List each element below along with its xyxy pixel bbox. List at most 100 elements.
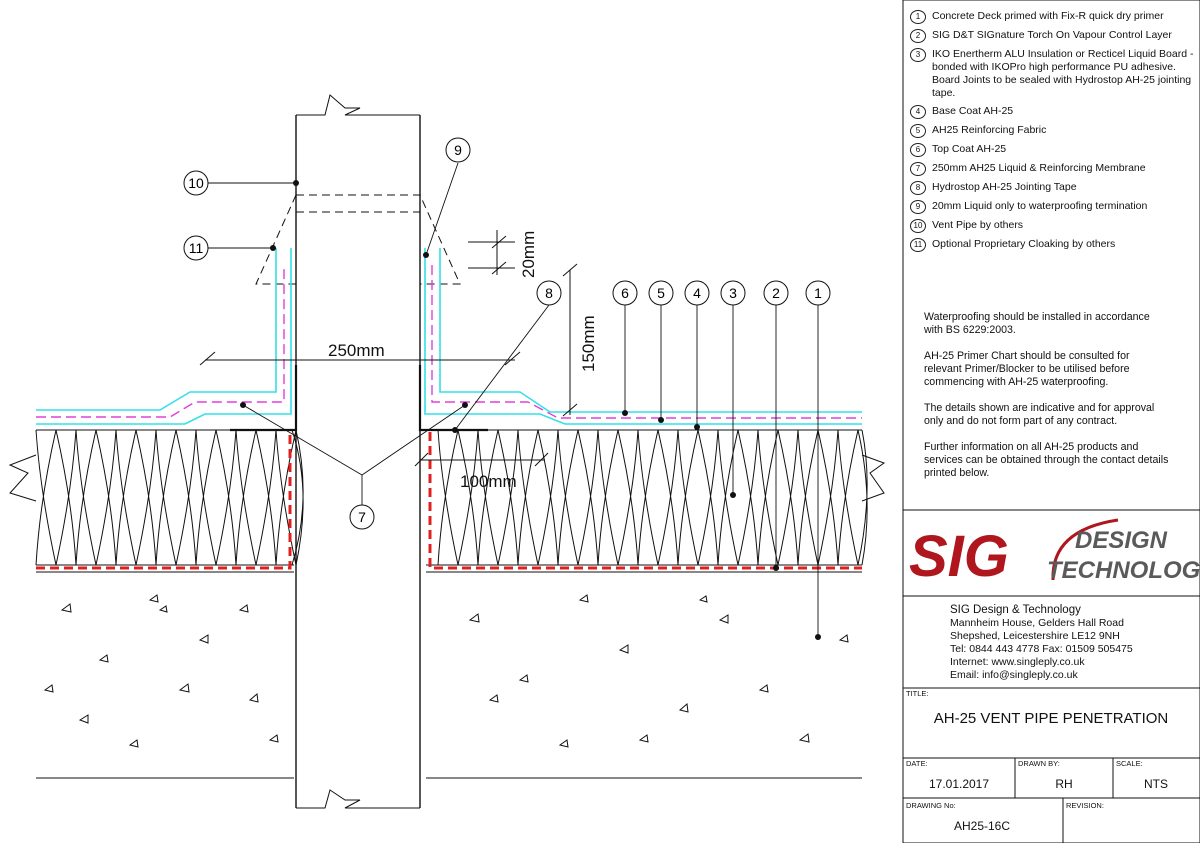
legend-item: 5 AH25 Reinforcing Fabric	[910, 124, 1198, 138]
legend-text: 250mm AH25 Liquid & Reinforcing Membrane	[932, 162, 1146, 174]
date-value: 17.01.2017	[929, 777, 989, 791]
svg-text:4: 4	[693, 285, 701, 301]
legend-text: Optional Proprietary Cloaking by others	[932, 238, 1116, 250]
sheet-frame	[902, 0, 1200, 843]
svg-text:10: 10	[188, 175, 204, 191]
legend-item: 6 Top Coat AH-25	[910, 143, 1198, 157]
legend-number: 1	[910, 10, 926, 24]
legend-number: 6	[910, 143, 926, 157]
company-internet: Internet: www.singleply.co.uk	[950, 656, 1085, 668]
legend-text: AH25 Reinforcing Fabric	[932, 124, 1047, 136]
note-1: Waterproofing should be installed in acc…	[924, 311, 1150, 336]
callout-8: 8	[536, 280, 562, 306]
callouts: 10 11 9 8 6 5 4 3 2 1 7	[183, 137, 831, 530]
legend-item: 1 Concrete Deck primed with Fix-R quick d…	[910, 10, 1198, 24]
company-name: SIG Design & Technology	[950, 604, 1081, 616]
legend-item: 10 Vent Pipe by others	[910, 219, 1198, 233]
dim-150: 150mm	[579, 315, 598, 372]
drawn-label: DRAWN BY:	[1018, 759, 1060, 768]
callout-10: 10	[183, 170, 209, 196]
legend-text: Base Coat AH-25	[932, 105, 1014, 117]
callout-4: 4	[684, 280, 710, 306]
insulation-layer	[8, 429, 886, 566]
note-3: The details shown are indicative and for…	[924, 402, 1155, 427]
svg-text:2: 2	[772, 285, 780, 301]
title-label: TITLE:	[906, 689, 929, 698]
legend-item: 9 20mm Liquid only to waterproofing termi…	[910, 200, 1198, 214]
dimension-lines	[199, 230, 578, 467]
dim-250: 250mm	[328, 341, 385, 360]
legend-text: Hydrostop AH-25 Jointing Tape	[932, 181, 1077, 193]
callout-1: 1	[805, 280, 831, 306]
legend-number: 11	[910, 238, 926, 252]
legend-item: 11 Optional Proprietary Cloaking by other…	[910, 238, 1198, 252]
legend-item: 7 250mm AH25 Liquid & Reinforcing Membran…	[910, 162, 1198, 176]
cloaking	[255, 194, 461, 285]
vapour-control-layer	[36, 432, 862, 570]
svg-text:6: 6	[621, 285, 629, 301]
leader-lines	[208, 162, 819, 637]
sig-logo: SIG DESIGN TECHNOLOGY	[909, 518, 1200, 589]
legend-text: Top Coat AH-25	[932, 143, 1007, 155]
legend-text: Concrete Deck primed with Fix-R quick dr…	[932, 10, 1164, 22]
dim-20: 20mm	[519, 231, 538, 278]
legend: 1 Concrete Deck primed with Fix-R quick d…	[910, 10, 1198, 257]
svg-text:DESIGN: DESIGN	[1075, 527, 1168, 554]
dimension-text: 250mm 100mm 150mm 20mm	[328, 231, 598, 491]
leader-dots	[240, 180, 821, 640]
notes: Waterproofing should be installed in acc…	[924, 311, 1169, 493]
legend-number: 8	[910, 181, 926, 195]
legend-number: 5	[910, 124, 926, 138]
legend-number: 9	[910, 200, 926, 214]
company-email: Email: info@singleply.co.uk	[950, 669, 1078, 681]
revision-label: REVISION:	[1066, 801, 1104, 810]
svg-text:TECHNOLOGY: TECHNOLOGY	[1047, 557, 1200, 584]
legend-item: 2 SIG D&T SIGnature Torch On Vapour Contr…	[910, 29, 1198, 43]
svg-text:11: 11	[189, 240, 204, 256]
dim-100: 100mm	[460, 472, 517, 491]
legend-text: IKO Enertherm ALU Insulation or Recticel…	[932, 48, 1194, 99]
company-address-2: Shepshed, Leicestershire LE12 9NH	[950, 630, 1120, 642]
scale-label: SCALE:	[1116, 759, 1143, 768]
callout-6: 6	[612, 280, 638, 306]
legend-number: 3	[910, 48, 926, 62]
legend-number: 10	[910, 219, 926, 233]
titleblock-text: TITLE: AH-25 VENT PIPE PENETRATION DATE:…	[906, 689, 1168, 833]
svg-text:5: 5	[657, 285, 665, 301]
company-details: SIG Design & Technology Mannheim House, …	[950, 604, 1133, 682]
svg-text:SIG: SIG	[909, 524, 1009, 589]
callout-2: 2	[763, 280, 789, 306]
drawing-no-value: AH25-16C	[954, 819, 1010, 833]
liquid-membrane	[36, 248, 862, 432]
scale-value: NTS	[1144, 777, 1168, 791]
svg-text:7: 7	[358, 509, 366, 525]
legend-number: 2	[910, 29, 926, 43]
date-label: DATE:	[906, 759, 928, 768]
callout-9: 9	[445, 137, 471, 163]
company-tel: Tel: 0844 443 4778 Fax: 01509 505475	[950, 643, 1133, 655]
drawing-no-label: DRAWING No:	[906, 801, 956, 810]
svg-text:9: 9	[454, 142, 462, 158]
svg-text:8: 8	[545, 285, 553, 301]
callout-5: 5	[648, 280, 674, 306]
legend-item: 4 Base Coat AH-25	[910, 105, 1198, 119]
svg-text:3: 3	[729, 285, 737, 301]
vent-pipe	[295, 94, 421, 809]
svg-text:1: 1	[814, 285, 822, 301]
legend-number: 7	[910, 162, 926, 176]
legend-item: 8 Hydrostop AH-25 Jointing Tape	[910, 181, 1198, 195]
legend-text: 20mm Liquid only to waterproofing termin…	[932, 200, 1148, 212]
legend-number: 4	[910, 105, 926, 119]
callout-11: 11	[183, 235, 209, 261]
legend-text: SIG D&T SIGnature Torch On Vapour Contro…	[932, 29, 1172, 41]
concrete-deck	[36, 564, 862, 779]
note-4: Further information on all AH-25 product…	[924, 441, 1169, 479]
callout-7: 7	[349, 504, 375, 530]
callout-3: 3	[720, 280, 746, 306]
legend-item: 3 IKO Enertherm ALU Insulation or Rectice…	[910, 48, 1198, 100]
drawing-title: AH-25 VENT PIPE PENETRATION	[934, 710, 1169, 727]
legend-text: Vent Pipe by others	[932, 219, 1024, 231]
drawn-value: RH	[1055, 777, 1072, 791]
note-2: AH-25 Primer Chart should be consulted f…	[924, 350, 1130, 388]
